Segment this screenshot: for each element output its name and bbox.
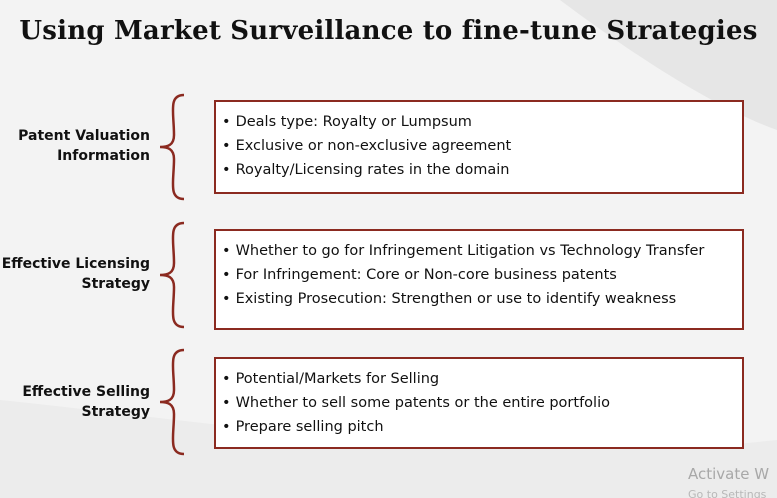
- list-item: Whether to go for Infringement Litigatio…: [222, 239, 742, 263]
- section-label-patent-valuation: Patent Valuation Information: [0, 126, 150, 166]
- list-item: Prepare selling pitch: [222, 415, 742, 439]
- list-item: Exclusive or non-exclusive agreement: [222, 134, 742, 158]
- bullet-box-patent-valuation: Deals type: Royalty or Lumpsum Exclusive…: [214, 100, 744, 194]
- label-line: Effective Licensing: [1, 256, 150, 272]
- list-item: Royalty/Licensing rates in the domain: [222, 158, 742, 182]
- list-item: Existing Prosecution: Strengthen or use …: [222, 287, 742, 311]
- activate-windows-subtext[interactable]: Go to Settings: [688, 488, 767, 498]
- label-line: Strategy: [81, 404, 150, 420]
- section-label-effective-licensing: Effective Licensing Strategy: [0, 254, 150, 294]
- curly-brace-icon: [159, 93, 185, 201]
- activate-windows-watermark: Activate W: [688, 465, 770, 483]
- curly-brace-icon: [159, 348, 185, 456]
- list-item: For Infringement: Core or Non-core busin…: [222, 263, 742, 287]
- list-item: Potential/Markets for Selling: [222, 367, 742, 391]
- bullet-box-effective-selling: Potential/Markets for Selling Whether to…: [214, 357, 744, 449]
- label-line: Strategy: [81, 276, 150, 292]
- curly-brace-icon: [159, 221, 185, 329]
- list-item: Deals type: Royalty or Lumpsum: [222, 110, 742, 134]
- slide-title: Using Market Surveillance to fine-tune S…: [19, 16, 758, 46]
- label-line: Information: [57, 148, 150, 164]
- label-line: Effective Selling: [22, 384, 150, 400]
- section-label-effective-selling: Effective Selling Strategy: [0, 382, 150, 422]
- list-item: Whether to sell some patents or the enti…: [222, 391, 742, 415]
- label-line: Patent Valuation: [18, 128, 150, 144]
- bullet-box-effective-licensing: Whether to go for Infringement Litigatio…: [214, 229, 744, 330]
